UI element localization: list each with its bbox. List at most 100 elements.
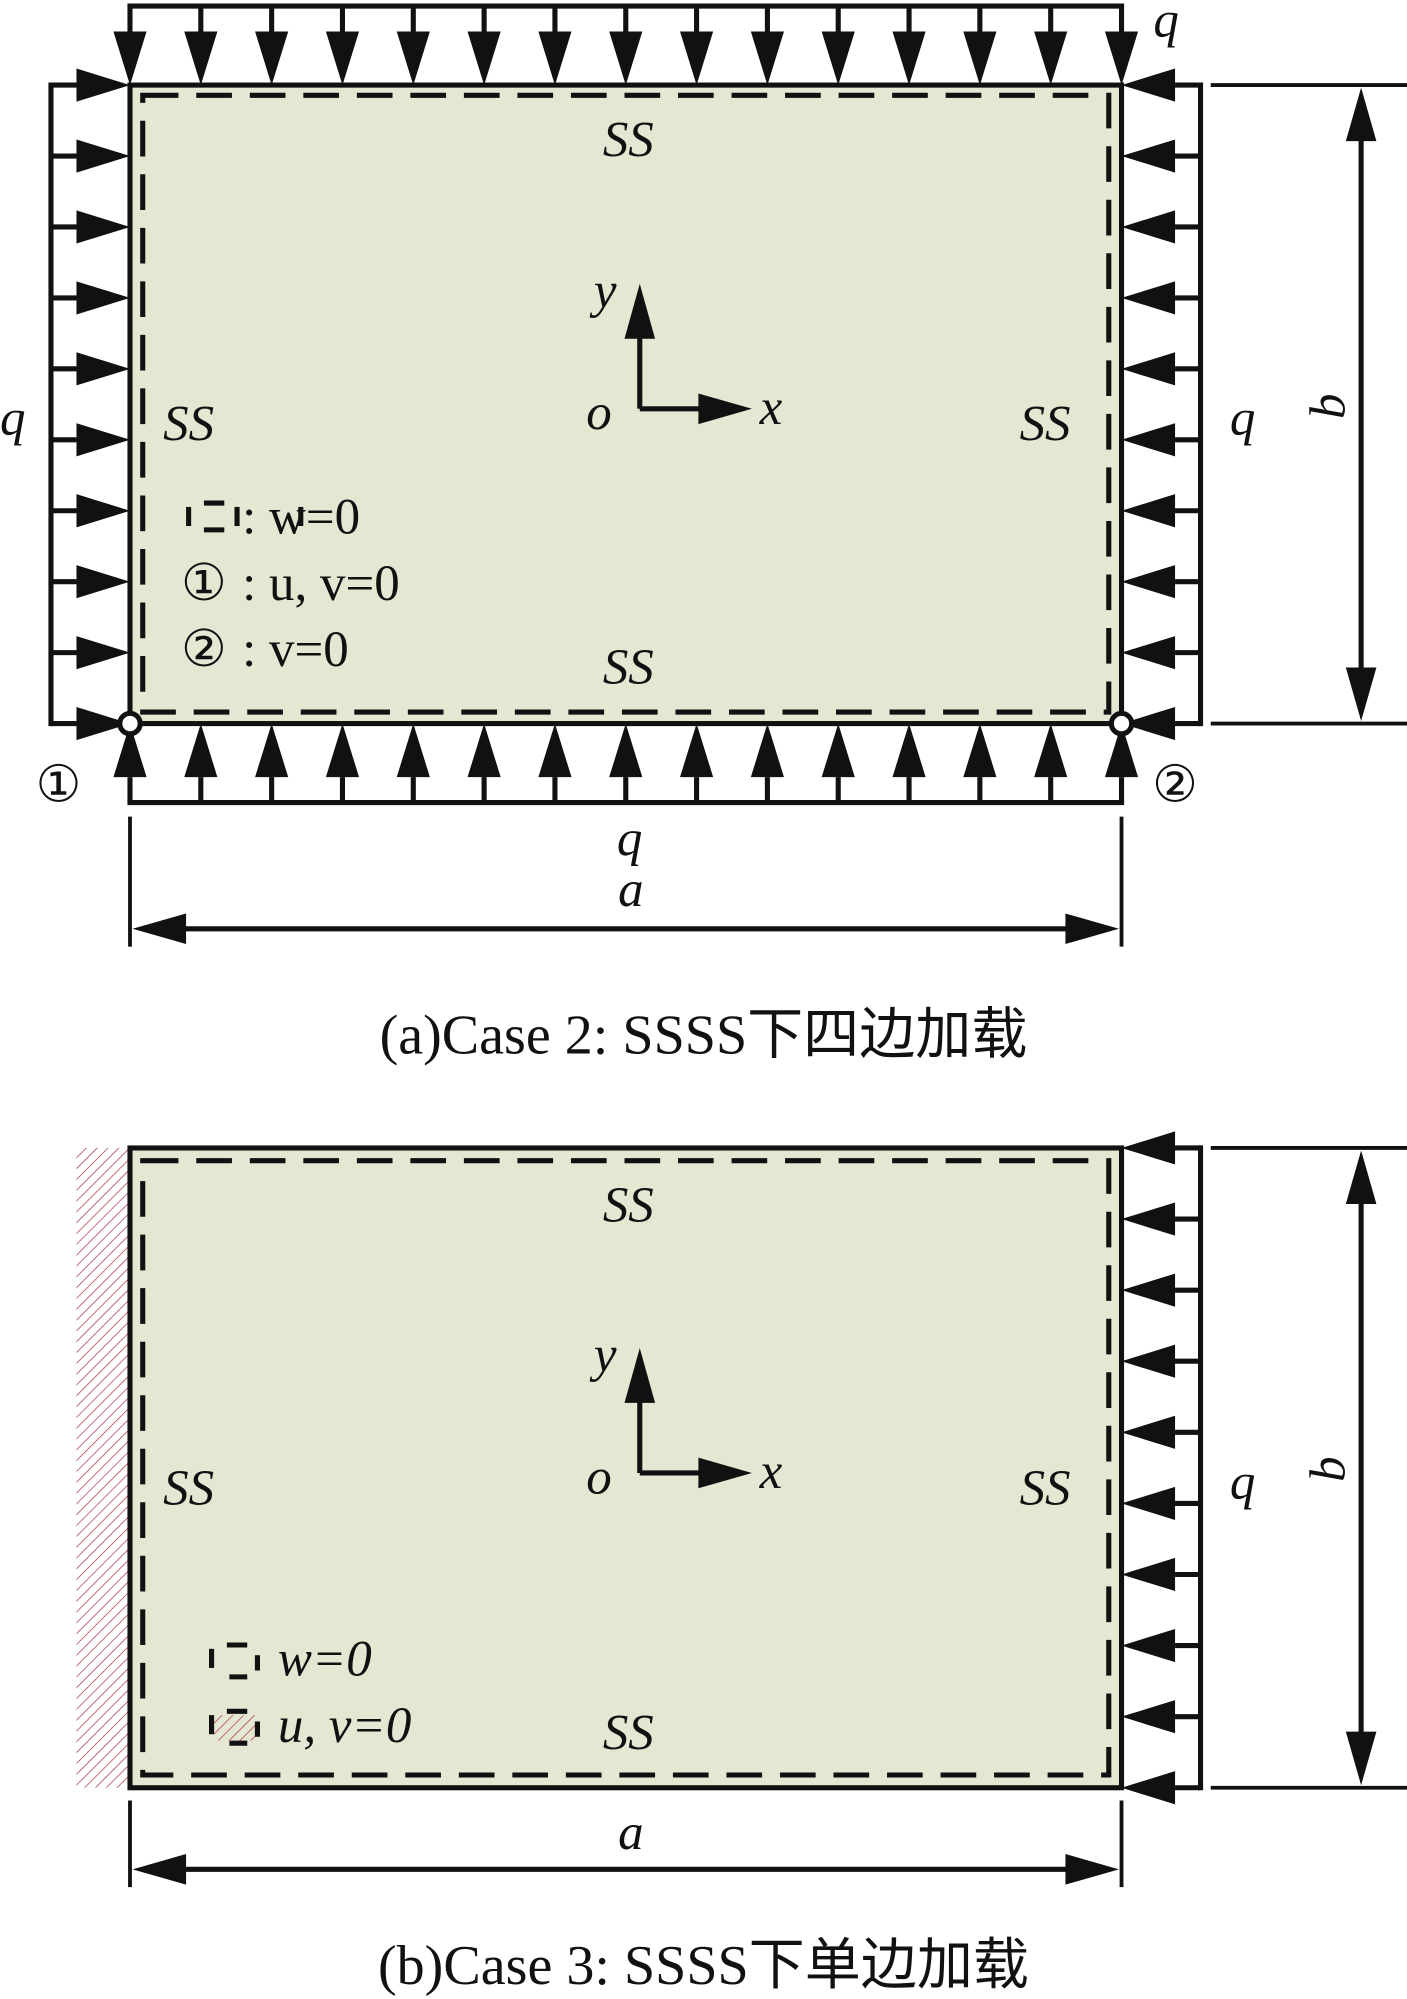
origin-label: o bbox=[586, 385, 611, 441]
load-arrow bbox=[821, 6, 855, 86]
load-arrow bbox=[184, 723, 218, 803]
panel-b: q SS SS SS SS y x o w=0 bbox=[76, 1131, 1407, 1997]
load-arrow bbox=[50, 565, 130, 599]
load-arrow bbox=[538, 723, 572, 803]
load-arrow bbox=[1121, 68, 1201, 102]
load-arrow bbox=[609, 723, 643, 803]
load-arrow bbox=[538, 6, 572, 86]
dim-label-b: b bbox=[1301, 1456, 1357, 1481]
load-arrow bbox=[750, 6, 784, 86]
edge-label-top: SS bbox=[603, 112, 654, 168]
load-arrow bbox=[1121, 1273, 1201, 1307]
dashed-box-icon bbox=[186, 500, 304, 533]
load-arrow bbox=[1034, 6, 1068, 86]
load-arrow bbox=[50, 68, 130, 102]
load-arrow bbox=[1121, 423, 1201, 457]
load-arrow bbox=[1104, 723, 1139, 803]
edge-label-right: SS bbox=[1020, 1461, 1071, 1517]
load-arrow bbox=[680, 6, 714, 86]
pin-2 bbox=[1108, 710, 1135, 737]
caption-b: (b)Case 3: SSSS下单边加载 bbox=[378, 1935, 1029, 1997]
axis-label-y: y bbox=[589, 263, 617, 319]
edge-label-left: SS bbox=[163, 1461, 214, 1517]
edge-label-bottom: SS bbox=[603, 640, 654, 696]
dimension-a bbox=[128, 816, 1124, 947]
load-arrow bbox=[892, 723, 926, 803]
load-arrow bbox=[1121, 1557, 1201, 1592]
load-arrow bbox=[1121, 565, 1201, 599]
load-label-right: q bbox=[1230, 390, 1255, 446]
edge-label-right: SS bbox=[1020, 397, 1071, 453]
load-arrow bbox=[821, 723, 855, 803]
load-arrow bbox=[750, 723, 784, 803]
load-arrow bbox=[892, 6, 926, 86]
load-arrows bbox=[1121, 1131, 1204, 1805]
load-arrow bbox=[1121, 1344, 1201, 1378]
load-arrow bbox=[467, 723, 501, 803]
legend-text-uv: : u, v=0 bbox=[242, 556, 400, 612]
legend: : w=0 ① : u, v=0 ② : v=0 bbox=[181, 490, 400, 679]
legend-symbol-1: ① bbox=[181, 556, 227, 612]
load-arrow bbox=[50, 352, 130, 386]
load-arrow bbox=[1121, 1202, 1201, 1236]
axis-label-x: x bbox=[759, 380, 783, 436]
legend-text-w: w=0 bbox=[278, 1632, 372, 1688]
origin-label: o bbox=[586, 1449, 611, 1505]
load-arrow bbox=[1104, 6, 1139, 86]
legend-text-uv: u, v=0 bbox=[278, 1698, 411, 1754]
load-arrow bbox=[1034, 723, 1068, 803]
dimension-b bbox=[1210, 1146, 1407, 1790]
legend: w=0 u, v=0 bbox=[209, 1632, 411, 1754]
load-arrow bbox=[50, 707, 130, 741]
pin-1 bbox=[117, 710, 143, 737]
load-arrow bbox=[255, 723, 289, 803]
load-arrow bbox=[50, 281, 130, 315]
coordinate-axes: y x o bbox=[586, 1327, 782, 1505]
load-arrow bbox=[50, 494, 130, 528]
load-arrow bbox=[963, 6, 997, 86]
load-arrow bbox=[396, 723, 430, 803]
dashed-boundary bbox=[140, 92, 1112, 715]
load-arrow bbox=[1121, 1700, 1201, 1734]
legend-text-v: : v=0 bbox=[242, 622, 349, 678]
edge-label-bottom: SS bbox=[603, 1706, 654, 1762]
load-arrow bbox=[1121, 1131, 1201, 1165]
clamped-hatch bbox=[76, 1147, 130, 1788]
load-arrow bbox=[255, 6, 289, 86]
dimension-b bbox=[1210, 83, 1407, 726]
load-label-right: q bbox=[1230, 1454, 1255, 1510]
panel-a: q q q q SS SS SS SS y x o : w=0 ① : u, v… bbox=[0, 0, 1407, 1067]
dim-label-a: a bbox=[618, 862, 643, 918]
load-arrow bbox=[963, 723, 997, 803]
load-arrow bbox=[1121, 707, 1201, 741]
edge-label-top: SS bbox=[603, 1178, 654, 1234]
load-arrow bbox=[1121, 494, 1201, 528]
legend-text-w: : w=0 bbox=[242, 490, 360, 546]
load-arrow bbox=[1121, 139, 1201, 173]
load-arrow bbox=[1121, 636, 1201, 670]
axis-label-y: y bbox=[589, 1327, 617, 1383]
caption-a: (a)Case 2: SSSS下四边加载 bbox=[380, 1005, 1028, 1067]
load-arrow bbox=[1121, 281, 1201, 315]
dashed-box-icon bbox=[209, 1642, 260, 1680]
load-arrow bbox=[1121, 1629, 1201, 1663]
plate bbox=[127, 82, 1125, 727]
load-arrow bbox=[396, 6, 430, 86]
load-arrow bbox=[1121, 1486, 1201, 1520]
pin-label-2: ② bbox=[1152, 757, 1198, 813]
load-arrow bbox=[1121, 1415, 1201, 1449]
load-arrow bbox=[1121, 1771, 1201, 1805]
legend-symbol-2: ② bbox=[181, 622, 227, 678]
load-arrow bbox=[50, 636, 130, 670]
load-arrow bbox=[50, 423, 130, 457]
load-arrow bbox=[467, 6, 501, 86]
load-arrow bbox=[184, 6, 218, 86]
axis-label-x: x bbox=[759, 1444, 783, 1500]
load-label-left: q bbox=[0, 390, 25, 446]
load-arrow bbox=[113, 6, 147, 86]
load-arrow bbox=[1121, 210, 1201, 244]
pin-label-1: ① bbox=[36, 757, 82, 813]
dim-label-b: b bbox=[1301, 393, 1357, 418]
load-arrow bbox=[50, 210, 130, 244]
